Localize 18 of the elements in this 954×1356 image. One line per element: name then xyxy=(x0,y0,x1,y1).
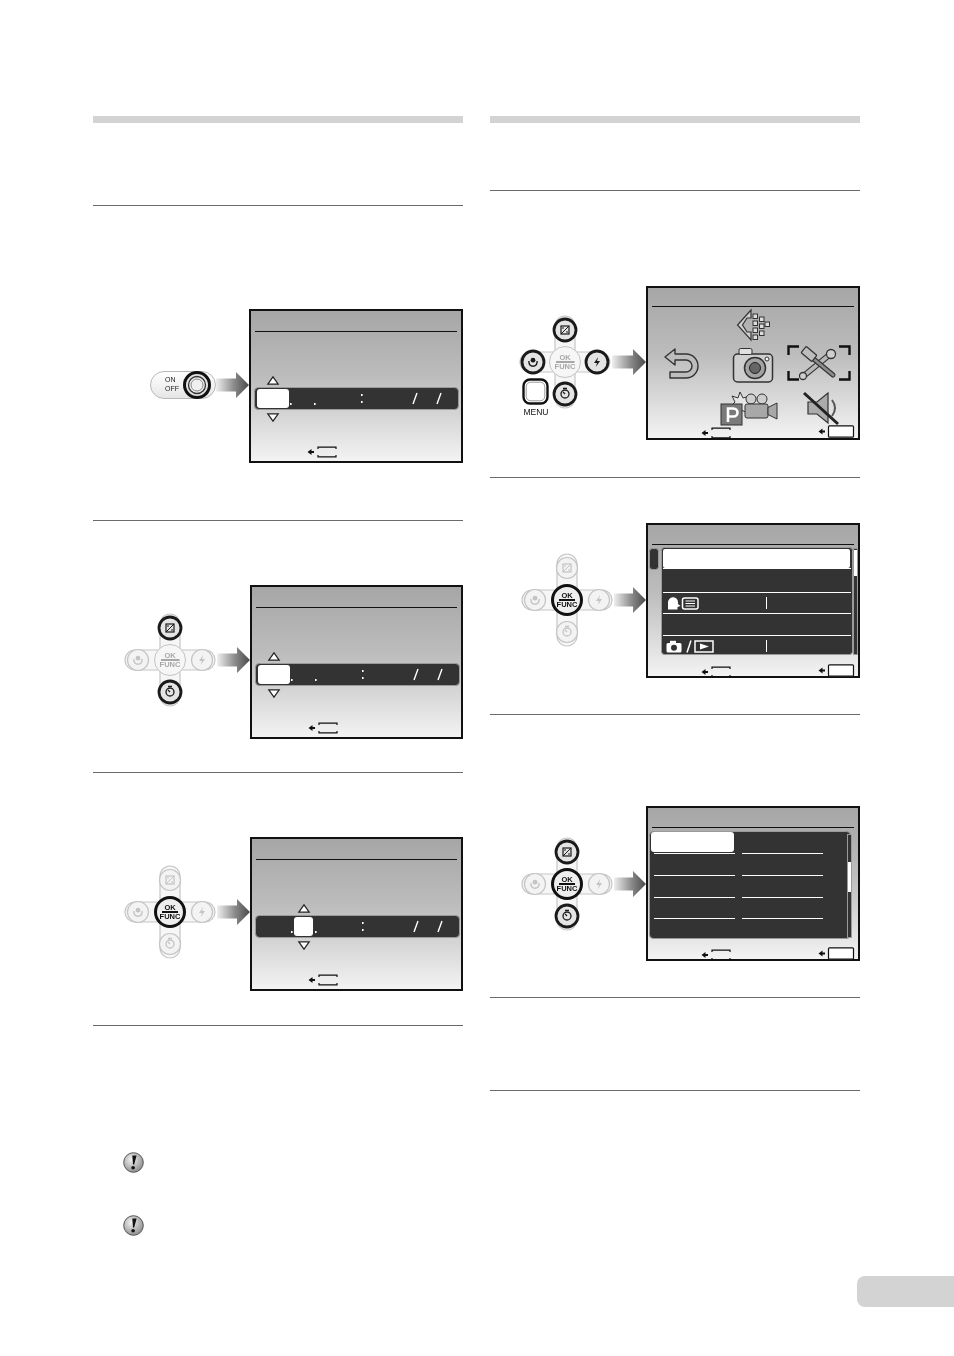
arrow xyxy=(216,372,249,398)
button-label: MENU xyxy=(522,407,550,417)
direction-pad xyxy=(123,864,217,960)
lcd-screen xyxy=(646,523,860,678)
direction-pad xyxy=(123,612,217,708)
direction-pad xyxy=(520,836,614,932)
power-switch xyxy=(150,371,216,399)
lcd-screen xyxy=(250,837,463,991)
lcd-screen xyxy=(250,585,463,739)
lcd-screen xyxy=(249,309,463,463)
direction-pad xyxy=(520,552,614,648)
arrow xyxy=(614,871,646,897)
lcd-screen xyxy=(646,806,860,961)
arrow xyxy=(612,349,646,375)
arrow xyxy=(614,587,646,613)
arrow xyxy=(217,899,250,925)
lcd-screen xyxy=(646,286,860,440)
arrow xyxy=(217,647,250,673)
